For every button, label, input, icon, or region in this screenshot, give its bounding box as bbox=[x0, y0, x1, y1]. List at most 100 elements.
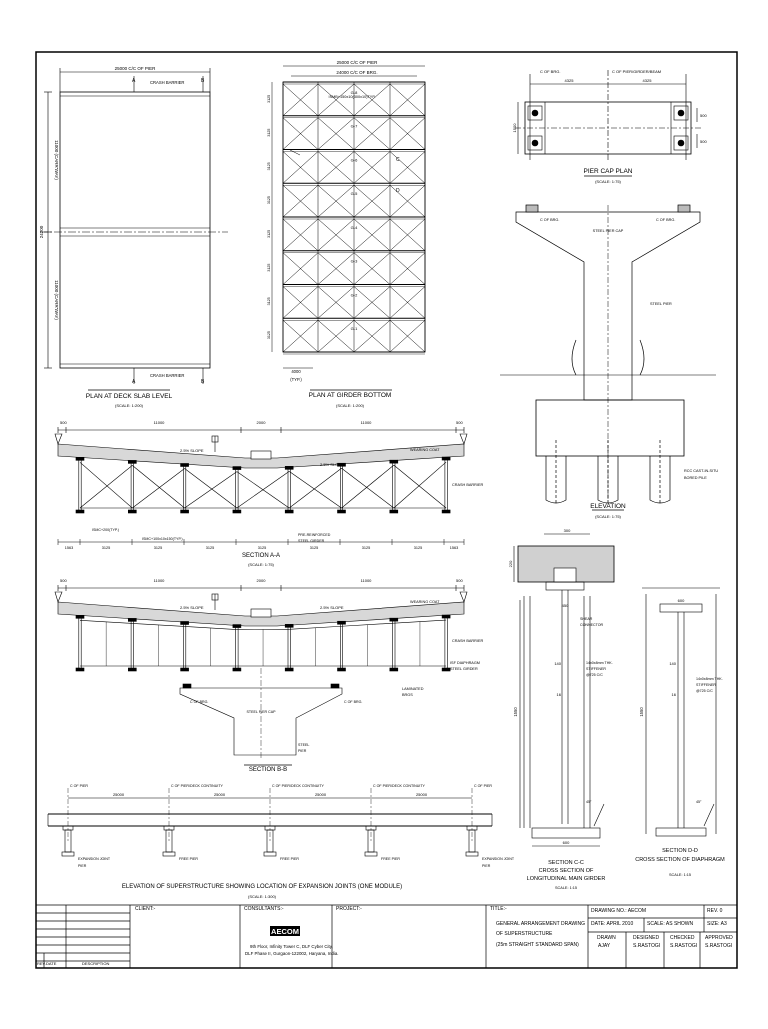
aa-rcc-slab2: STEEL GIRDER bbox=[298, 539, 325, 543]
deck-crash-barrier-top: CRASH BARRIER bbox=[150, 80, 184, 85]
tb-designed-by: S.RASTOGI bbox=[633, 944, 660, 950]
dd-dim-flange: 600 bbox=[678, 598, 685, 603]
tb-drawn: DRAWN bbox=[597, 936, 616, 942]
girder-dim-top1: 25000 C/C OF PIER bbox=[337, 60, 379, 65]
aa-bracing2: ISMC+100x10x150(TYP.) bbox=[142, 537, 183, 541]
pier-elev-steel-pier: STEEL PIER bbox=[650, 302, 672, 306]
tb-checked: CHECKED bbox=[670, 936, 694, 942]
girder-sec-d: D bbox=[396, 188, 400, 194]
pier-plan-dim-r1: 500 bbox=[700, 113, 707, 118]
girder-spacing-dim: 3125 bbox=[267, 196, 271, 204]
cc-dim-depth: 1550 bbox=[513, 707, 518, 717]
elevation-pier-label: C OF PIER bbox=[474, 784, 492, 788]
elevation-span-dim: 25000 bbox=[214, 792, 226, 797]
aecom-logo-text: AECOM bbox=[271, 927, 299, 936]
aa-bottom-dim: 3125 bbox=[206, 546, 214, 550]
elevation-pier-label: C OF PIER/DECK CONTINUITY bbox=[272, 784, 325, 788]
bb-steel-pier2: PIER bbox=[298, 749, 307, 753]
bb-wearing-coat: WEARING COAT bbox=[410, 600, 440, 604]
tb-designed: DESIGNED bbox=[633, 936, 659, 942]
girder-spacing-dim: 3125 bbox=[267, 331, 271, 339]
tb-consultants: CONSULTANTS:- bbox=[244, 907, 284, 913]
cc-scale: SCALE: 1:15 bbox=[555, 886, 577, 890]
tb-project: PROJECT:- bbox=[336, 907, 362, 913]
pier-plan-dim-r2: 500 bbox=[700, 139, 707, 144]
aa-rcc-slab1: PRE-REINFORCED bbox=[298, 533, 331, 537]
elevation-scale: (SCALE: 1:300) bbox=[248, 894, 277, 899]
dd-title1: SECTION D-D bbox=[662, 848, 698, 854]
pier-plan-dim1: 4325 bbox=[565, 78, 575, 83]
girder-end-dim: 4000 bbox=[291, 369, 301, 374]
aa-slope-right: 2.5% SLOPE bbox=[320, 462, 344, 467]
bb-brg1: C OF BRG. bbox=[190, 700, 208, 704]
cc-dim-slab: 300 bbox=[564, 528, 571, 533]
elevation-span-dim: 25000 bbox=[416, 792, 428, 797]
elevation-span-dim: 25000 bbox=[315, 792, 327, 797]
girder-spacing-dim: 3125 bbox=[267, 264, 271, 272]
tb-approved-by: S.RASTOGI bbox=[705, 944, 732, 950]
dd-dim-45: 45° bbox=[696, 800, 702, 804]
pier-plan-dim-side: 1500 bbox=[512, 123, 517, 133]
tb-client: CLIENT:- bbox=[135, 907, 155, 913]
deck-crash-barrier-bottom: CRASH BARRIER bbox=[150, 373, 184, 378]
elevation-pier-sub: PIER bbox=[78, 864, 87, 868]
tb-drawn-by: AJAY bbox=[598, 944, 610, 950]
girder-label: G-2 bbox=[351, 292, 358, 297]
deck-carriageway-upper: 11000 (CARR'WAY) bbox=[54, 140, 59, 180]
aecom-logo: AECOM bbox=[270, 926, 300, 936]
girder-spacing-dim: 3125 bbox=[267, 95, 271, 103]
aa-bottom-dim: 3125 bbox=[258, 546, 266, 550]
tb-drawing-no: DRAWING NO.: AECOM bbox=[591, 909, 646, 915]
aa-dim-top-2: 11000 bbox=[154, 420, 166, 425]
deck-scale: (SCALE: 1:200) bbox=[115, 403, 144, 408]
girder-scale: (SCALE: 1:200) bbox=[336, 403, 365, 408]
elevation-pier-sub: PIER bbox=[482, 864, 491, 868]
elevation-pier-note: EXPANSION JOINT bbox=[78, 857, 111, 861]
deck-dim-top: 25000 C/C OF PIER bbox=[115, 66, 157, 71]
pier-elev-steel-cap: STEEL PIER CAP bbox=[593, 229, 624, 233]
dd-stiff1: 14x0x8mm THK. bbox=[696, 677, 723, 681]
dd-title2: CROSS SECTION OF DIAPHRAGM bbox=[635, 857, 725, 863]
girder-dim-top2: 24000 C/C OF BRG. bbox=[336, 70, 377, 75]
aa-title: SECTION A-A bbox=[242, 553, 280, 559]
bb-lam-bearing2: BRGS bbox=[402, 693, 413, 697]
dd-stiff2: STIFFENER bbox=[696, 683, 716, 687]
pier-plan-brg1: C OF BRG. bbox=[540, 69, 560, 74]
girder-label: G-6 bbox=[351, 157, 358, 162]
elevation-pier-label: C OF PIER/DECK CONTINUITY bbox=[171, 784, 224, 788]
tb-rev: REV. 0 bbox=[707, 909, 722, 915]
cc-dim-slab-h: 220 bbox=[508, 560, 513, 567]
tb-title-line1: GENERAL ARRANGEMENT DRAWING bbox=[496, 922, 585, 928]
bb-diaphragm1: ISF DIAPHRAGM bbox=[450, 661, 480, 665]
pier-elev-scale: (SCALE: 1:75) bbox=[595, 514, 621, 519]
girder-label: G-1 bbox=[351, 326, 358, 331]
tb-date-col: DATE bbox=[46, 962, 56, 967]
elevation-pier-label: C OF PIER/DECK CONTINUITY bbox=[373, 784, 426, 788]
aa-bottom-dim: 3125 bbox=[102, 546, 110, 550]
deck-title: PLAN AT DECK SLAB LEVEL bbox=[86, 393, 173, 400]
bb-diaphragm2: STEEL GIRDER bbox=[450, 667, 478, 671]
bb-steel-cap: STEEL PIER CAP bbox=[246, 710, 276, 714]
aa-dim-top-5: 500 bbox=[456, 420, 463, 425]
cc-dim-16: 16 bbox=[557, 692, 562, 697]
aa-bottom-dim: 1563 bbox=[450, 546, 458, 550]
bb-slope-right: 2.5% SLOPE bbox=[320, 605, 344, 610]
elevation-title: ELEVATION OF SUPERSTRUCTURE SHOWING LOCA… bbox=[122, 884, 402, 890]
aa-dim-top-1: 500 bbox=[60, 420, 67, 425]
tb-checked-by: S.RASTOGI bbox=[670, 944, 697, 950]
girder-spacing-dim: 3125 bbox=[267, 297, 271, 305]
girder-end-dim2: (TYP.) bbox=[290, 377, 302, 382]
tb-title-line3: (25m STRAIGHT STANDARD SPAN) bbox=[496, 943, 579, 949]
pier-plan-brg2: C OF PIER/GIRDER/BEAM bbox=[612, 69, 661, 74]
tb-approved: APPROVED bbox=[705, 936, 733, 942]
bb-slope-left: 2.5% SLOPE bbox=[180, 605, 204, 610]
tb-rev-col: REV. bbox=[37, 962, 46, 967]
tb-date: DATE: APRIL 2010 bbox=[591, 922, 633, 928]
elevation-pier-note: FREE PIER bbox=[179, 857, 198, 861]
girder-label: G-5 bbox=[351, 191, 358, 196]
dd-dim-16: 16 bbox=[672, 692, 677, 697]
deck-carriageway-lower: 11000 (CARR'WAY) bbox=[54, 280, 59, 320]
elevation-span-dim: 25000 bbox=[113, 792, 125, 797]
aa-dim-top-3: 2000 bbox=[257, 420, 267, 425]
tb-desc-col: DESCRIPTION bbox=[82, 962, 109, 967]
